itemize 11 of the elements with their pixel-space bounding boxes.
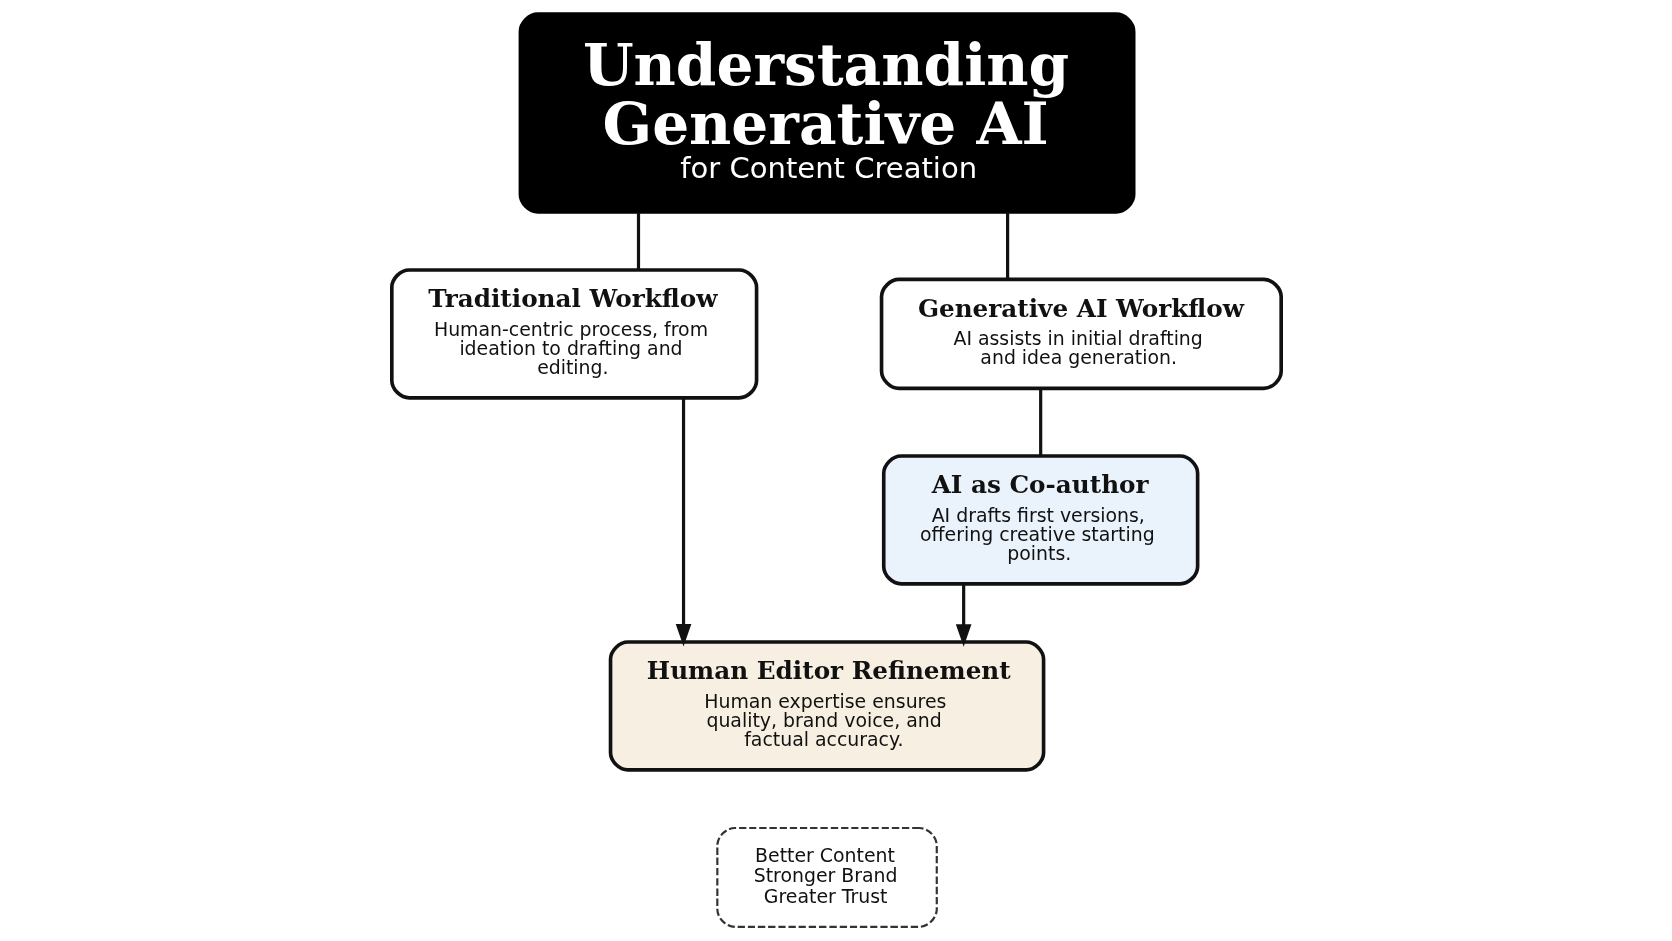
arrow xyxy=(675,397,691,647)
node-box: Better Content Stronger Brand Greater Trust xyxy=(715,826,938,928)
node-box: AI as Co-author AI drafts first versions, offering creative starting points. xyxy=(881,454,1199,586)
node-box: Human Editor Refinement Human expertise ensures quality, brand voice, and factual accuracy. xyxy=(608,640,1045,772)
arrow xyxy=(955,583,971,647)
node-box: Generative AI Workflow AI assists in initial drafting and idea generation. xyxy=(879,277,1283,391)
connector xyxy=(636,212,640,270)
node-box: Traditional Workflow Human-centric process, from ideation to drafting and editing. xyxy=(389,268,758,400)
node-box: Understanding Generative AI for Content Creation xyxy=(518,12,1135,214)
connector xyxy=(1005,212,1009,280)
connector xyxy=(1038,388,1042,456)
